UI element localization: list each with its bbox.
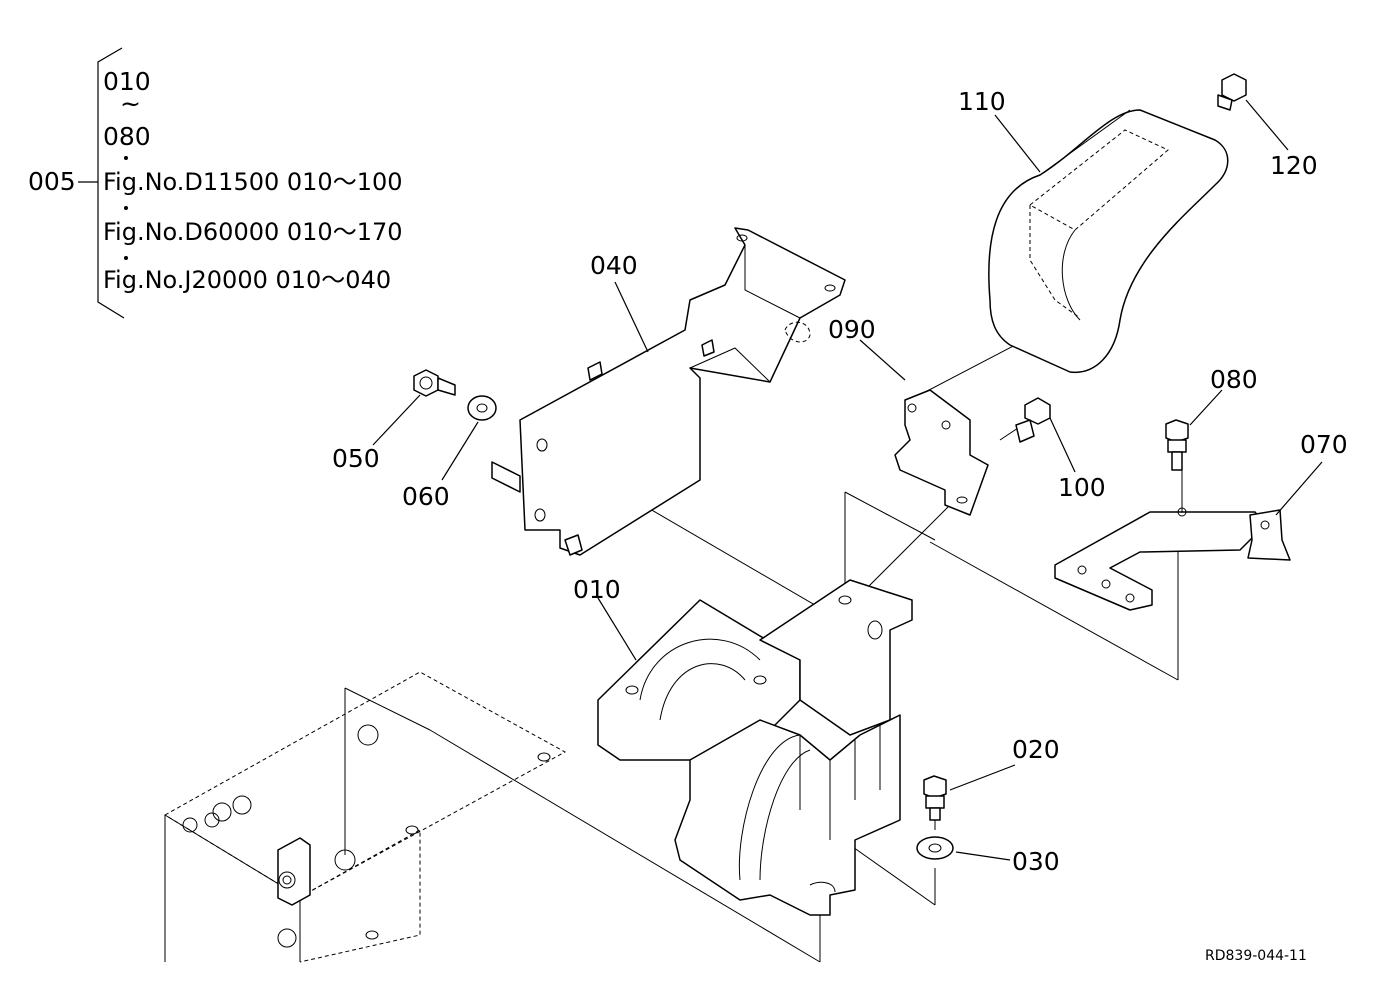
fig-ref-2: Fig.No.D60000 010～170 — [103, 218, 403, 246]
callout-050: 050 — [332, 444, 380, 473]
fig-ref-3: Fig.No.J20000 010～040 — [103, 266, 391, 294]
callout-020: 020 — [1012, 735, 1060, 764]
callout-080: 080 — [1210, 365, 1258, 394]
lower-housing — [164, 671, 567, 963]
housing-bracket — [277, 837, 311, 906]
separator-dot-1 — [124, 156, 128, 160]
callout-120: 120 — [1270, 151, 1318, 180]
callout-060: 060 — [402, 482, 450, 511]
part-070-plate — [1054, 507, 1291, 611]
part-050-bolt — [413, 369, 456, 397]
callout-labels: 010 020 030 040 050 060 070 080 090 100 … — [332, 87, 1348, 876]
callout-110: 110 — [958, 87, 1006, 116]
callout-070: 070 — [1300, 430, 1348, 459]
range-tilde: ~ — [120, 89, 141, 118]
range-end-label: 080 — [103, 122, 151, 151]
callout-040: 040 — [590, 251, 638, 280]
nut-cluster — [182, 724, 379, 871]
part-110-armrest — [988, 109, 1229, 373]
part-120-screw — [1217, 73, 1247, 111]
callout-030: 030 — [1012, 847, 1060, 876]
part-090-bracket — [894, 389, 989, 516]
part-010-base-bracket — [597, 579, 913, 916]
part-100-bolt — [1015, 397, 1051, 443]
separator-dot-3 — [124, 256, 128, 260]
leader-lines — [372, 99, 1323, 861]
fig-ref-1: Fig.No.D11500 010～100 — [103, 168, 403, 196]
separator-dot-2 — [124, 206, 128, 210]
callout-090: 090 — [828, 315, 876, 344]
callout-010: 010 — [573, 575, 621, 604]
callout-100: 100 — [1058, 473, 1106, 502]
group-code-label: 005 — [28, 167, 76, 196]
group-note: 005 010 ~ 080 Fig.No.D11500 010～100 Fig.… — [28, 47, 403, 319]
part-080-bolt — [1165, 419, 1189, 471]
part-060-washer — [467, 395, 497, 421]
range-start-label: 010 — [103, 67, 151, 96]
part-030-washer — [916, 836, 954, 860]
part-020-bolt — [923, 775, 947, 821]
part-040-cover-plate — [491, 227, 846, 556]
drawing-reference: RD839-044-11 — [1205, 948, 1307, 964]
